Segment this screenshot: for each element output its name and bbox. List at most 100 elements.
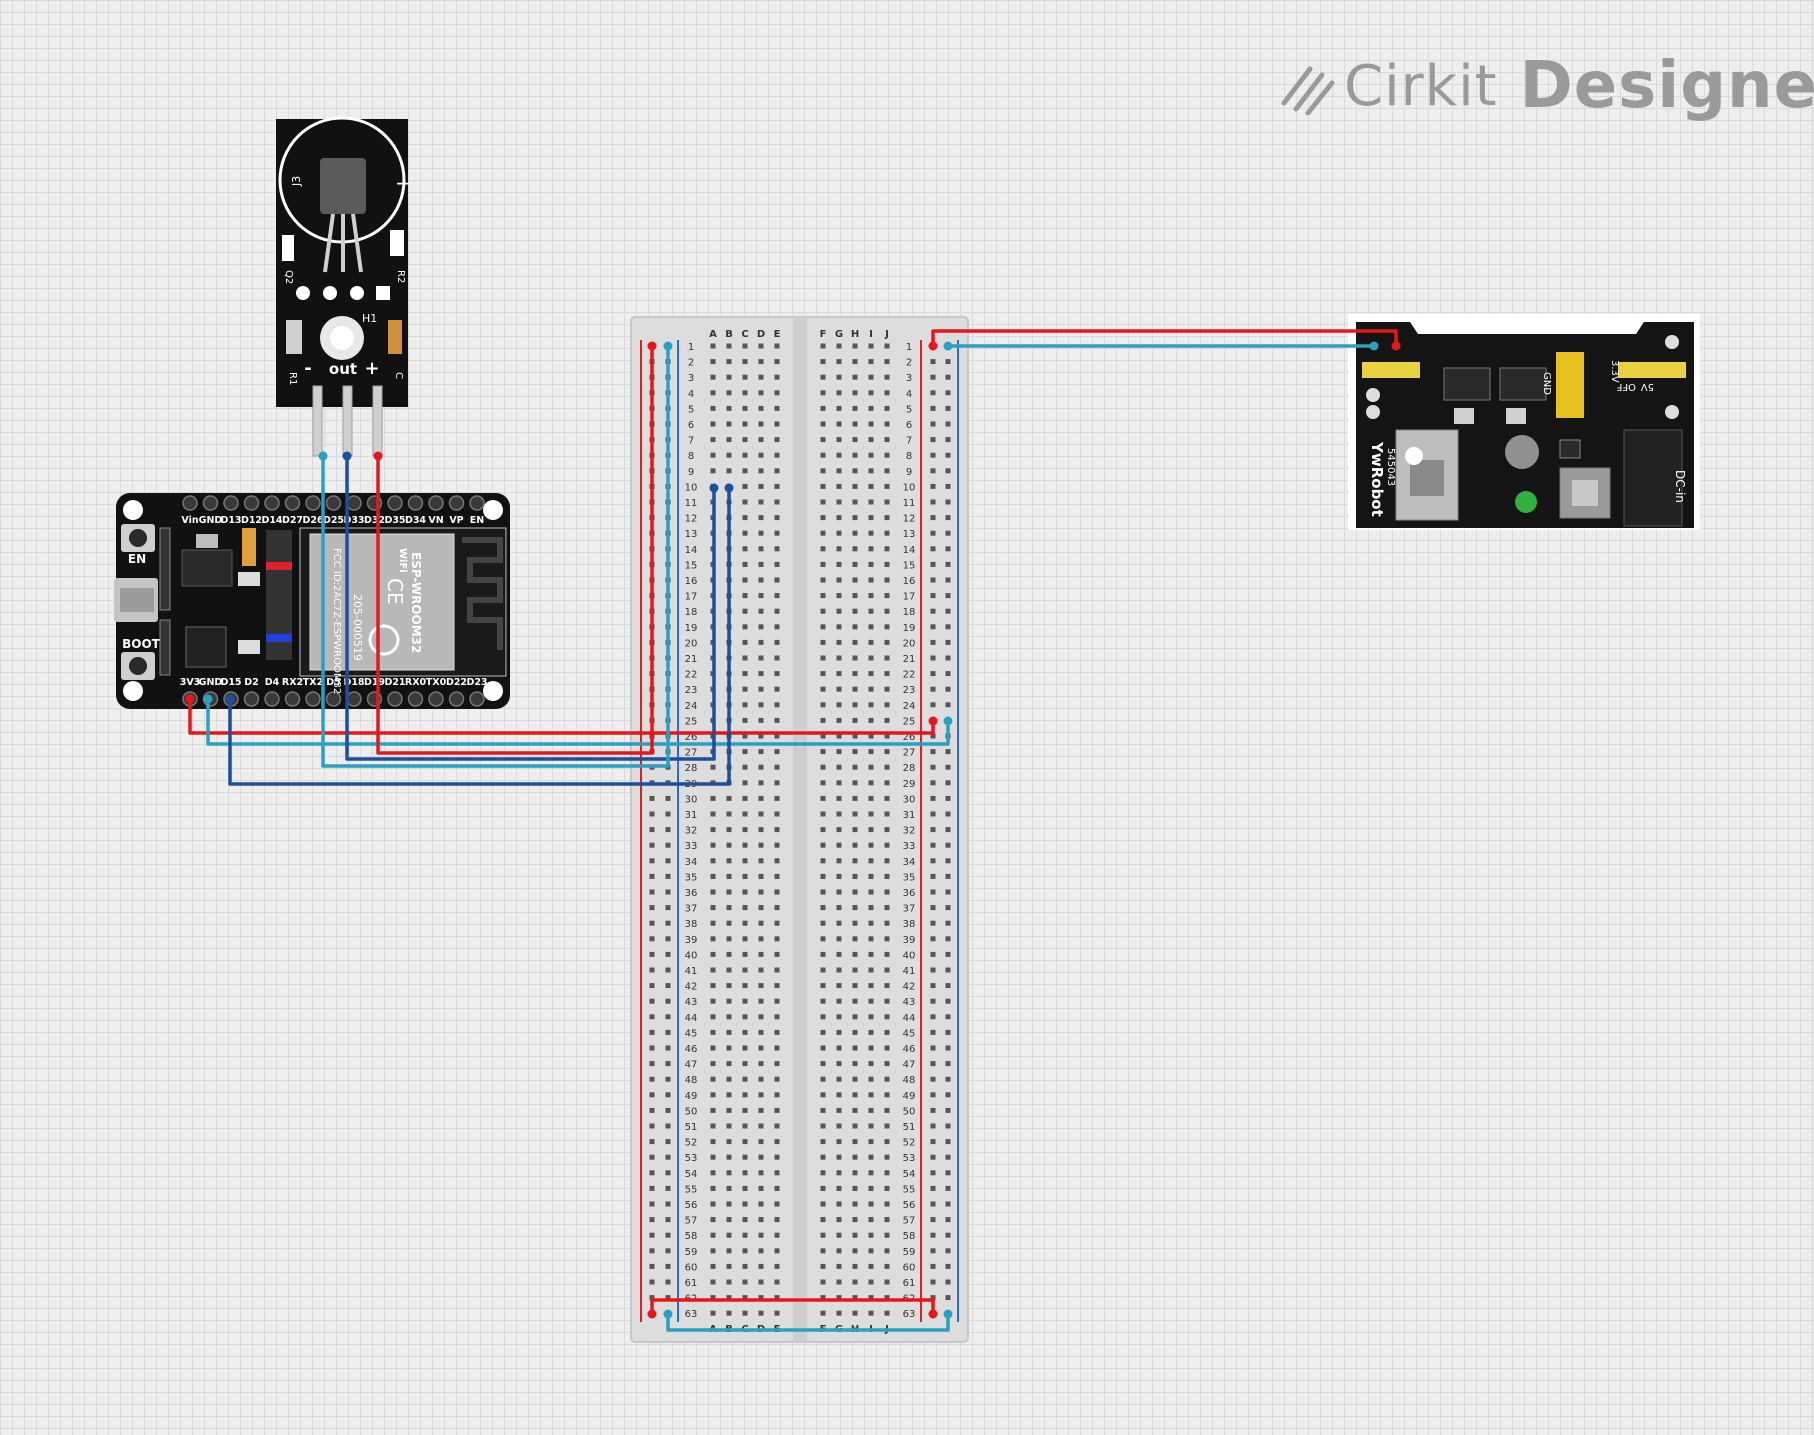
wire-endpoints: [185, 341, 1401, 1319]
wire-gnd-to-rail[interactable]: [206, 699, 950, 746]
row-number: 16: [903, 576, 916, 587]
row-number: 11: [903, 498, 916, 509]
power-jumper-off: OFF: [1616, 381, 1636, 392]
row-number: 41: [685, 966, 698, 977]
wires: [188, 329, 1398, 1332]
row-number: 1: [688, 342, 694, 353]
row-number: 39: [903, 935, 916, 946]
row-number: 60: [685, 1262, 698, 1273]
row-number: 51: [903, 1122, 916, 1133]
wire-rail-bridge-positive[interactable]: [650, 1298, 935, 1314]
esp32-pin-label: D4: [265, 677, 280, 688]
column-header: A: [709, 329, 717, 340]
row-number: 36: [685, 888, 698, 899]
esp32-pin-label: GND: [199, 515, 223, 526]
sensor-silk-h1: H1: [362, 312, 377, 325]
sensor-pin-gnd[interactable]: [312, 385, 323, 457]
row-number: 42: [903, 982, 916, 993]
esp32-pin-label: VN: [428, 515, 443, 526]
row-number: 55: [685, 1184, 698, 1195]
row-number: 44: [685, 1013, 698, 1024]
esp32-pin-label: D19: [364, 677, 385, 688]
wroom-wifi-label: WiFi: [397, 548, 408, 573]
row-number: 59: [903, 1247, 916, 1258]
esp32-pin-label: D14: [261, 515, 282, 526]
row-number: 28: [903, 763, 916, 774]
wire-3v3-to-rail[interactable]: [188, 699, 935, 735]
row-number: 30: [903, 794, 916, 805]
row-number: 6: [906, 420, 912, 431]
wroom-ce-label: CE: [383, 578, 407, 605]
row-number: 32: [903, 826, 916, 837]
wire-rail-bridge-negative[interactable]: [666, 1314, 950, 1332]
row-number: 25: [685, 716, 698, 727]
power-model-label: 545043: [1385, 448, 1396, 486]
esp32-pin-label: VP: [449, 515, 463, 526]
wire-d15-to-row10[interactable]: [228, 488, 731, 786]
esp32-pin-label: D13: [220, 515, 241, 526]
sensor-pin-vcc[interactable]: [372, 385, 383, 457]
column-header: B: [725, 329, 733, 340]
row-number: 13: [903, 529, 916, 540]
row-number: 20: [685, 638, 698, 649]
row-number: 8: [688, 451, 694, 462]
row-number: 5: [688, 404, 694, 415]
row-number: 52: [903, 1138, 916, 1149]
esp32-pin-label: 3V3: [180, 677, 201, 688]
wire-sensor-gnd[interactable]: [321, 346, 670, 768]
row-number: 48: [903, 1075, 916, 1086]
sensor-silk-c: C: [393, 372, 404, 379]
row-number: 35: [903, 872, 916, 883]
esp32-pin-label: Vin: [181, 515, 198, 526]
wire-sensor-vcc[interactable]: [376, 346, 654, 755]
esp32-pin-label: D2: [244, 677, 259, 688]
row-number: 58: [685, 1231, 698, 1242]
dc-jack: [1623, 429, 1683, 527]
wroom-cert-label: 205-000519: [351, 594, 364, 661]
row-number: 50: [685, 1106, 698, 1117]
cirkit-logo-icon: [1281, 66, 1335, 115]
cirkit-designer-logo: Cirkit Designer: [1280, 46, 1814, 126]
row-number: 34: [685, 857, 698, 868]
row-number: 38: [685, 919, 698, 930]
row-number: 49: [903, 1091, 916, 1102]
sensor-pin-out[interactable]: [342, 385, 353, 457]
row-number: 14: [903, 545, 916, 556]
row-number: 9: [688, 467, 694, 478]
row-number: 26: [903, 732, 916, 743]
row-number: 61: [685, 1278, 698, 1289]
row-number: 46: [903, 1044, 916, 1055]
esp32-pin-label: D32: [364, 515, 385, 526]
row-number: 58: [903, 1231, 916, 1242]
row-number: 24: [685, 701, 698, 712]
wroom-module-shield: [309, 533, 455, 671]
row-number: 15: [685, 560, 698, 571]
row-number: 3: [906, 373, 912, 384]
row-number: 7: [688, 436, 694, 447]
row-number: 54: [685, 1169, 698, 1180]
row-number: 45: [903, 1028, 916, 1039]
power-module[interactable]: YwRobot 545043 DC-in 5V OFF 3.3V GND: [1348, 314, 1700, 530]
row-number: 10: [685, 482, 698, 493]
row-number: 23: [903, 685, 916, 696]
row-number: 17: [685, 592, 698, 603]
power-header-pins: [1556, 352, 1584, 418]
row-number: 52: [685, 1138, 698, 1149]
row-number: 23: [685, 685, 698, 696]
row-number: 18: [903, 607, 916, 618]
esp32-pin-label: TX2: [303, 677, 323, 688]
sensor-module[interactable]: + J3 H1 R1 R2 Q2 C - out +: [276, 116, 412, 457]
row-number: 59: [685, 1247, 698, 1258]
sensor-pin-label-out: out: [329, 360, 357, 378]
row-number: 45: [685, 1028, 698, 1039]
row-number: 35: [685, 872, 698, 883]
power-jumper-5v: 5V: [1641, 381, 1654, 392]
row-number: 11: [685, 498, 698, 509]
wire-sensor-out[interactable]: [345, 456, 716, 761]
row-number: 37: [903, 904, 916, 915]
wire-power-positive[interactable]: [931, 329, 1398, 346]
row-number: 39: [685, 935, 698, 946]
row-number: 43: [903, 997, 916, 1008]
